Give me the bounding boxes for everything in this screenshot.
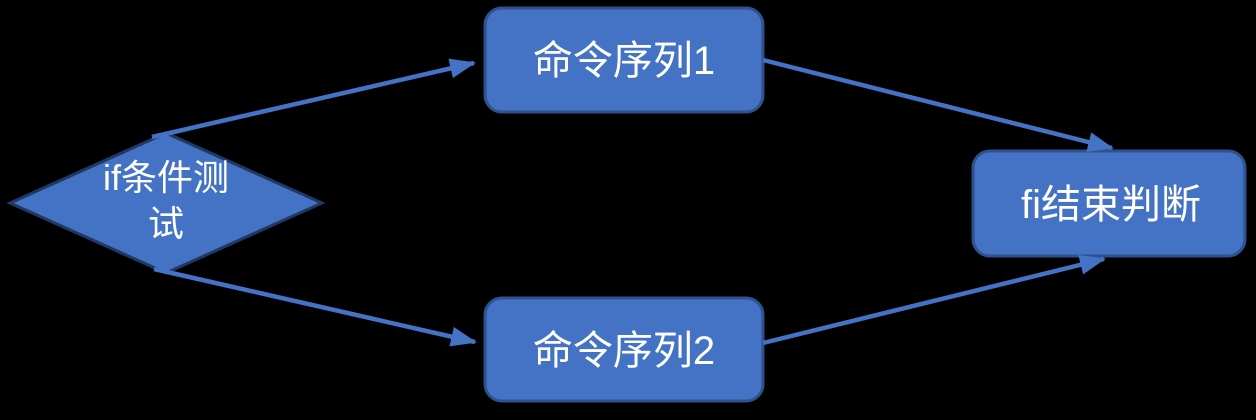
edge-condition-to-branch1 (151, 58, 476, 140)
end-label: fi结束判断 (1021, 183, 1201, 227)
node-branch2-rect (483, 296, 765, 403)
branch1-label: 命令序列1 (533, 39, 715, 83)
edge-branch2-to-end (762, 255, 1106, 346)
edge-condition-to-branch2 (153, 266, 477, 347)
condition-label-line2: 试 (148, 203, 184, 244)
branch2-label: 命令序列2 (533, 329, 715, 373)
edge-branch1-to-end (762, 57, 1114, 152)
condition-label-line1: if条件测 (103, 157, 229, 198)
